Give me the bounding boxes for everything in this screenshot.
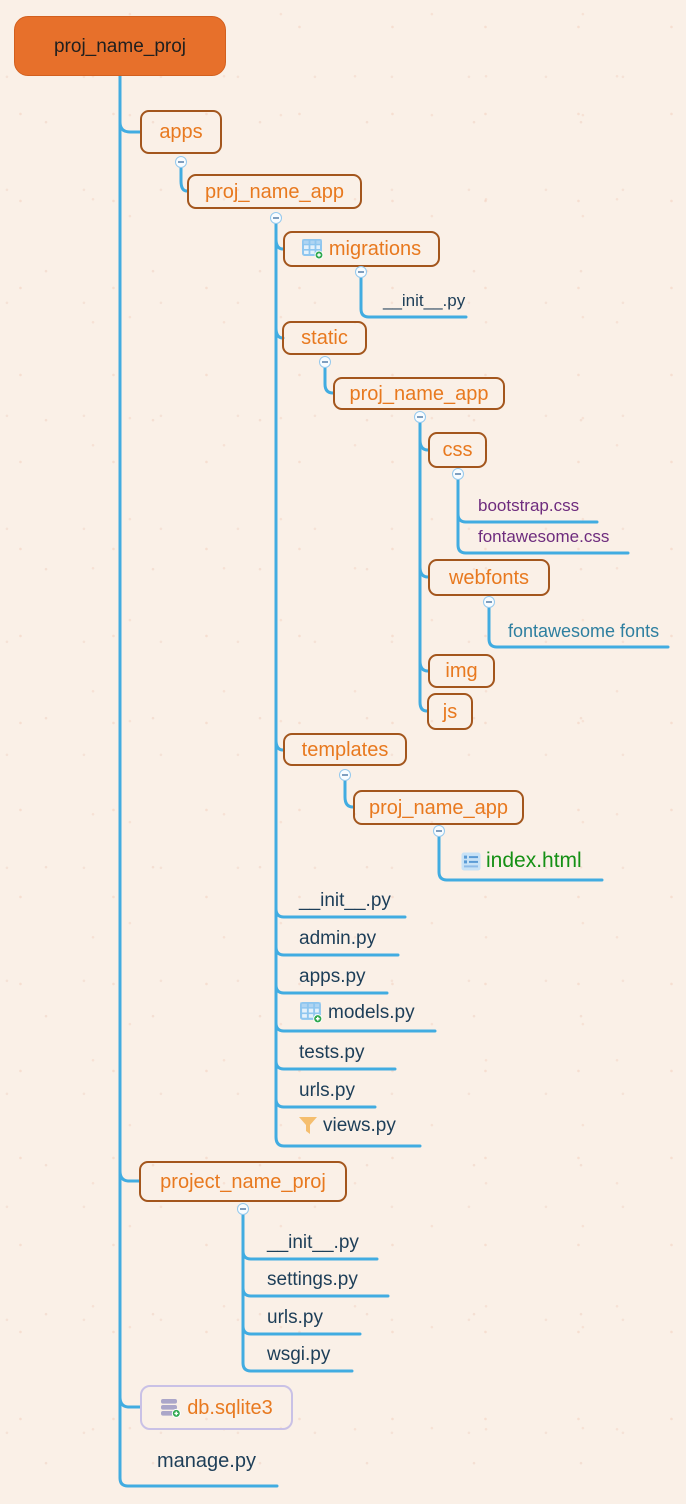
node-img[interactable]: img xyxy=(428,654,495,688)
file-fontawesome-css-label: fontawesome.css xyxy=(478,527,610,546)
file-bootstrap-css[interactable]: bootstrap.css xyxy=(478,496,579,516)
node-apps[interactable]: apps xyxy=(140,110,222,154)
file-fontawesome-fonts-label: fontawesome fonts xyxy=(508,621,660,641)
node-css[interactable]: css xyxy=(428,432,487,468)
funnel-icon xyxy=(298,1115,318,1136)
file-index-html[interactable]: index.html xyxy=(461,849,582,873)
node-root[interactable]: proj_name_proj xyxy=(14,16,226,76)
file-wsgi-py-label: wsgi.py xyxy=(267,1344,331,1365)
file-migrations-init-py-label: __init__.py xyxy=(383,291,466,310)
file-bootstrap-css-label: bootstrap.css xyxy=(478,496,580,515)
node-proj-name-app-label: proj_name_app xyxy=(205,180,344,203)
file-models-py-label: models.py xyxy=(328,1002,415,1023)
file-fontawesome-css[interactable]: fontawesome.css xyxy=(478,527,609,547)
collapse-button-migrations[interactable] xyxy=(355,266,367,278)
file-proj-urls-py[interactable]: urls.py xyxy=(267,1307,323,1329)
collapse-button-static-proj-name-app[interactable] xyxy=(414,411,426,423)
file-index-html-label: index.html xyxy=(486,849,582,872)
node-migrations-label: migrations xyxy=(328,238,422,260)
file-manage-py-label: manage.py xyxy=(157,1450,256,1472)
collapse-button-static[interactable] xyxy=(319,356,331,368)
file-app-init-py-label: __init__.py xyxy=(299,890,391,911)
node-css-label: css xyxy=(442,439,473,461)
table-add-icon xyxy=(301,239,324,259)
collapse-button-proj-name-app[interactable] xyxy=(270,212,282,224)
file-fontawesome-fonts[interactable]: fontawesome fonts xyxy=(508,621,659,642)
file-urls-py[interactable]: urls.py xyxy=(299,1080,355,1102)
file-app-init-py[interactable]: __init__.py xyxy=(299,890,391,912)
collapse-button-templates[interactable] xyxy=(339,769,351,781)
form-icon xyxy=(461,852,481,871)
collapse-button-css[interactable] xyxy=(452,468,464,480)
file-models-py[interactable]: models.py xyxy=(300,1002,415,1024)
file-apps-py-label: apps.py xyxy=(299,966,366,987)
node-db-sqlite3[interactable]: db.sqlite3 xyxy=(140,1385,293,1430)
table-add-icon xyxy=(300,1002,323,1024)
file-proj-init-py-label: __init__.py xyxy=(267,1232,359,1253)
file-views-py-label: views.py xyxy=(323,1115,396,1136)
node-project-name-proj-label: project_name_proj xyxy=(160,1170,326,1193)
collapse-button-templates-proj-name-app[interactable] xyxy=(433,825,445,837)
file-settings-py-label: settings.py xyxy=(267,1269,358,1290)
file-admin-py-label: admin.py xyxy=(299,928,377,949)
node-templates[interactable]: templates xyxy=(283,733,407,766)
file-settings-py[interactable]: settings.py xyxy=(267,1269,358,1291)
node-db-sqlite3-label: db.sqlite3 xyxy=(187,1396,273,1419)
node-static-proj-name-app[interactable]: proj_name_app xyxy=(333,377,505,410)
file-views-py[interactable]: views.py xyxy=(298,1115,396,1137)
node-static[interactable]: static xyxy=(282,321,367,355)
node-img-label: img xyxy=(445,660,478,682)
file-migrations-init-py[interactable]: __init__.py xyxy=(383,291,465,311)
node-static-label: static xyxy=(301,327,348,349)
node-project-name-proj[interactable]: project_name_proj xyxy=(139,1161,347,1202)
collapse-button-apps[interactable] xyxy=(175,156,187,168)
file-tests-py[interactable]: tests.py xyxy=(299,1042,364,1064)
node-js-label: js xyxy=(442,700,458,723)
file-proj-init-py[interactable]: __init__.py xyxy=(267,1232,359,1254)
node-templates-label: templates xyxy=(301,738,389,761)
node-root-label: proj_name_proj xyxy=(53,35,187,57)
node-webfonts-label: webfonts xyxy=(448,566,530,589)
file-proj-urls-py-label: urls.py xyxy=(267,1307,323,1328)
file-admin-py[interactable]: admin.py xyxy=(299,928,376,950)
file-urls-py-label: urls.py xyxy=(299,1080,355,1101)
node-webfonts[interactable]: webfonts xyxy=(428,559,550,596)
node-static-proj-name-app-label: proj_name_app xyxy=(349,382,489,405)
database-add-icon xyxy=(160,1398,182,1418)
node-templates-proj-name-app-label: proj_name_app xyxy=(369,796,508,819)
node-proj-name-app[interactable]: proj_name_app xyxy=(187,174,362,209)
file-manage-py[interactable]: manage.py xyxy=(157,1450,256,1473)
node-apps-label: apps xyxy=(159,121,203,143)
file-apps-py[interactable]: apps.py xyxy=(299,966,366,988)
collapse-button-project-name-proj[interactable] xyxy=(237,1203,249,1215)
node-templates-proj-name-app[interactable]: proj_name_app xyxy=(353,790,524,825)
node-js[interactable]: js xyxy=(427,693,473,730)
file-wsgi-py[interactable]: wsgi.py xyxy=(267,1344,330,1366)
collapse-button-webfonts[interactable] xyxy=(483,596,495,608)
node-migrations[interactable]: migrations xyxy=(283,231,440,267)
file-tests-py-label: tests.py xyxy=(299,1042,365,1063)
